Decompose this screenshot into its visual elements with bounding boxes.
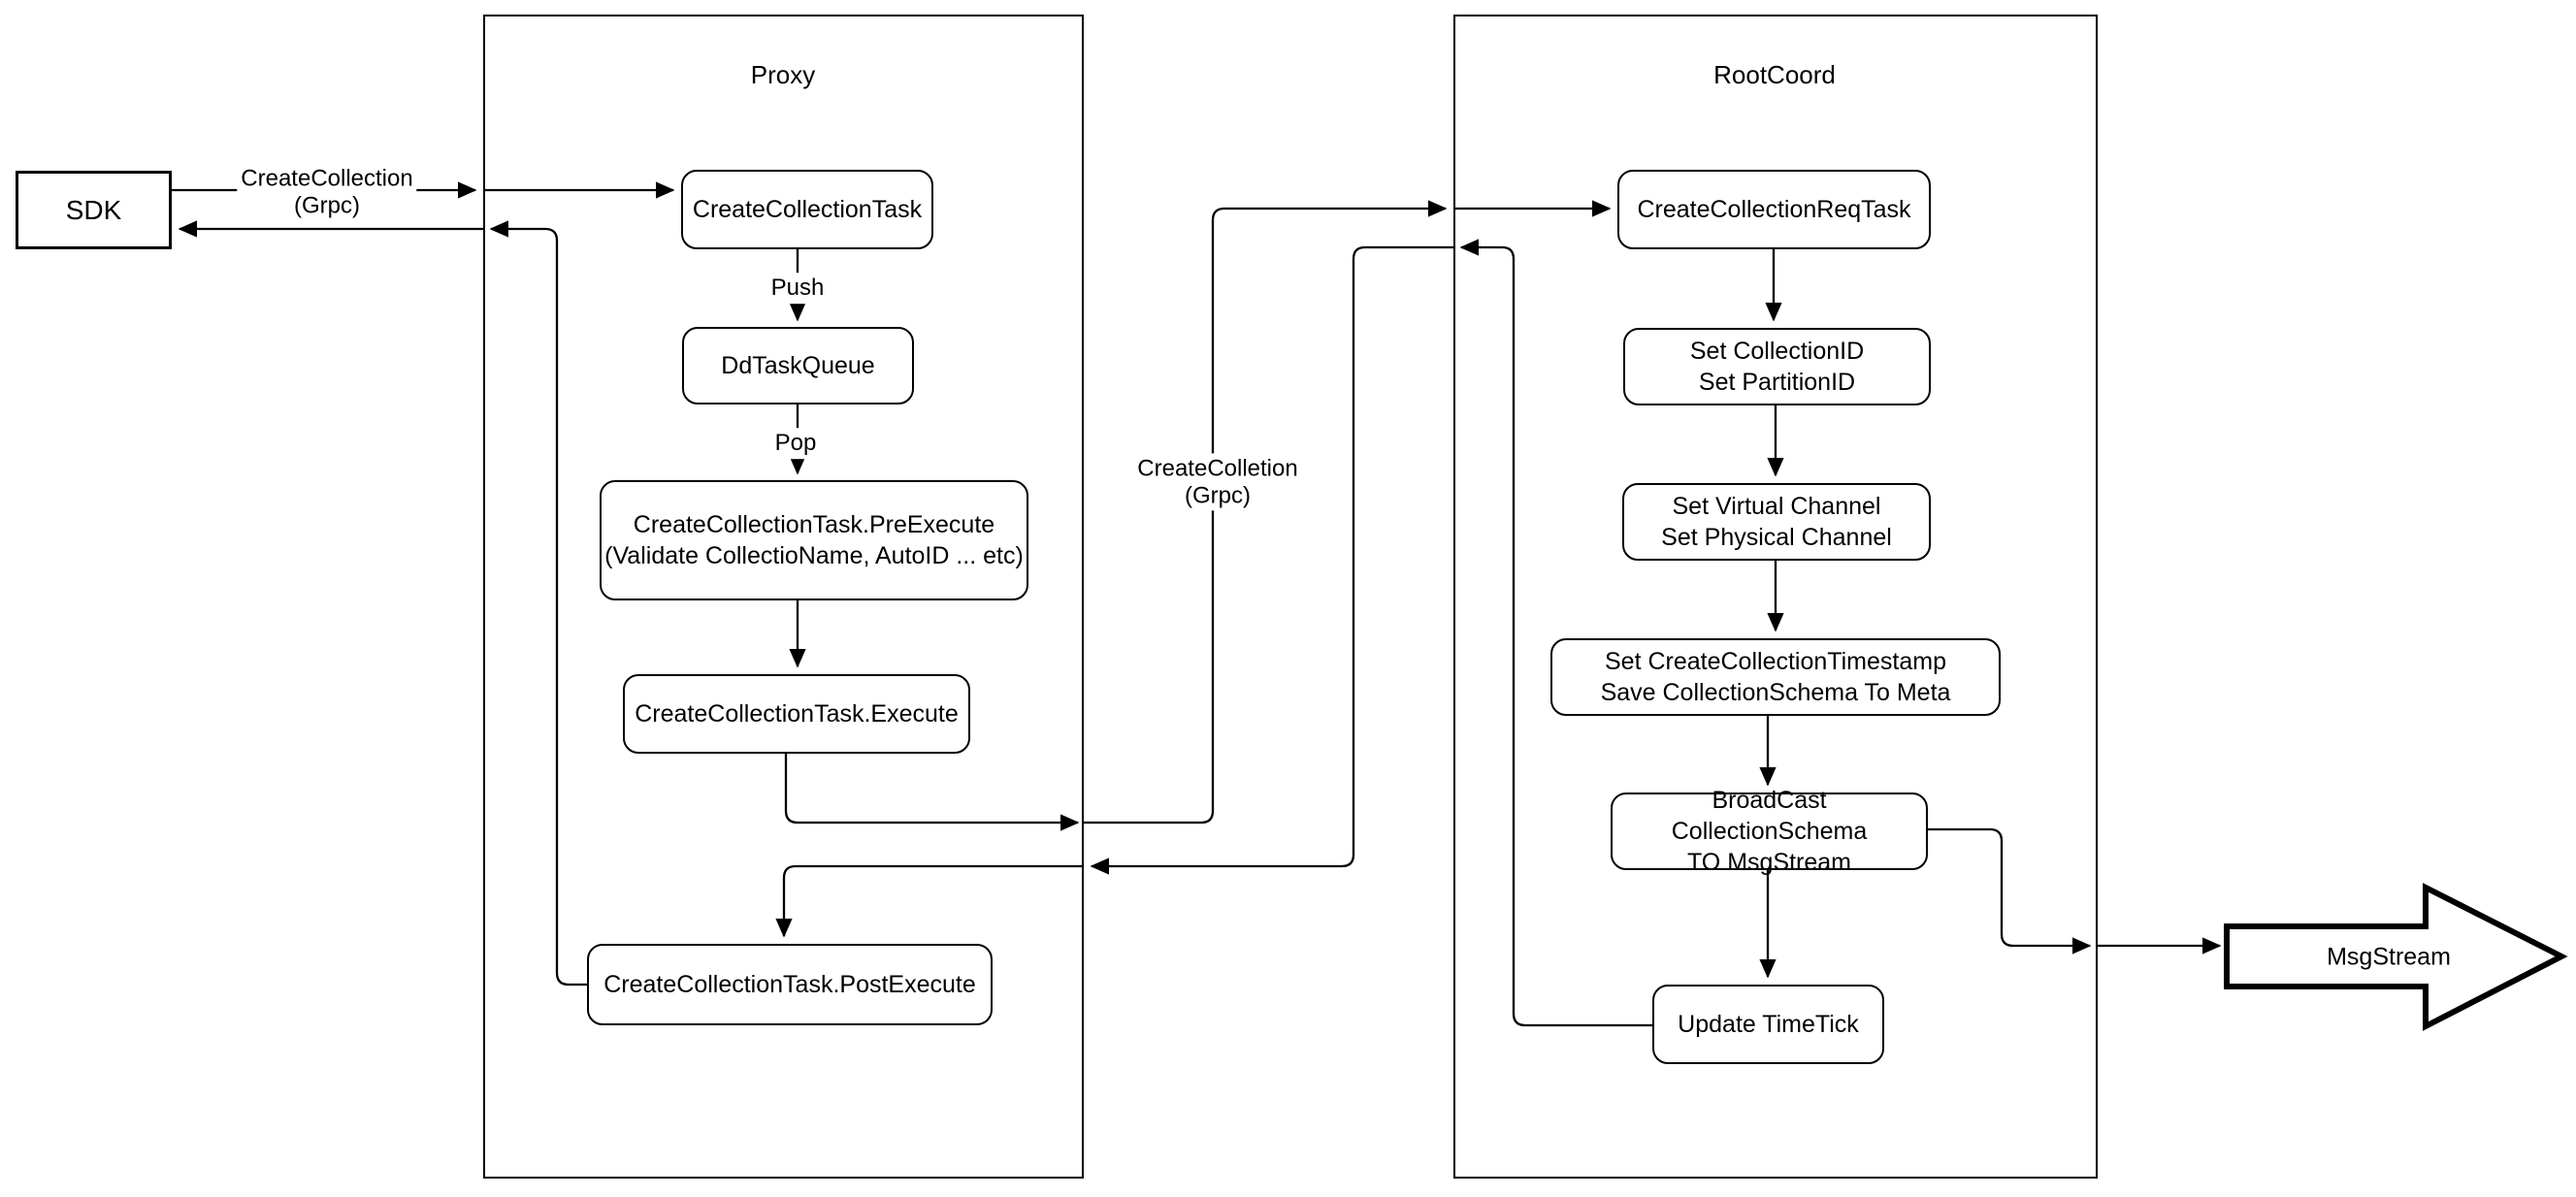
edge-timetick-return-a [1459,239,1652,1027]
proxy-container [483,15,1084,1179]
rootcoord-container [1453,15,2098,1179]
node-post-execute: CreateCollectionTask.PostExecute [587,944,993,1025]
node-update-timetick: Update TimeTick [1652,985,1884,1064]
node-pre-execute: CreateCollectionTask.PreExecute (Validat… [600,480,1028,600]
edge-label-create-colletion-grpc: CreateColletion (Grpc) [1133,453,1302,511]
edge-label-pop: Pop [770,428,821,459]
node-create-collection-req-task: CreateCollectionReqTask [1617,170,1931,249]
edge-postexecute-to-proxy-border [489,220,587,987]
edge-label-push: Push [766,273,829,304]
msgstream-label: MsgStream [2327,943,2451,971]
edge-timetick-return-b [1090,245,1453,875]
node-create-collection-task: CreateCollectionTask [681,170,933,249]
node-set-timestamp-save-schema: Set CreateCollectionTimestamp Save Colle… [1550,638,2001,716]
edge-into-postexecute [775,864,1084,938]
proxy-container-title: Proxy [750,60,816,89]
node-broadcast-schema: BroadCast CollectionSchema TO MsgStream [1611,787,1928,876]
edge-execute-out-b [1084,200,1448,825]
node-set-collection-partition-id: Set CollectionID Set PartitionID [1623,328,1931,405]
node-execute: CreateCollectionTask.Execute [623,674,970,754]
node-set-channels: Set Virtual Channel Set Physical Channel [1622,483,1931,561]
rootcoord-container-title: RootCoord [1713,60,1836,89]
edge-label-create-collection-grpc: CreateCollection (Grpc) [237,163,417,221]
node-dd-task-queue: DdTaskQueue [682,327,914,404]
node-sdk: SDK [16,171,172,249]
edge-execute-out-a [784,754,1080,831]
edge-broadcast-out-a [1928,827,2092,954]
msgstream-block-arrow [2224,883,2568,1031]
